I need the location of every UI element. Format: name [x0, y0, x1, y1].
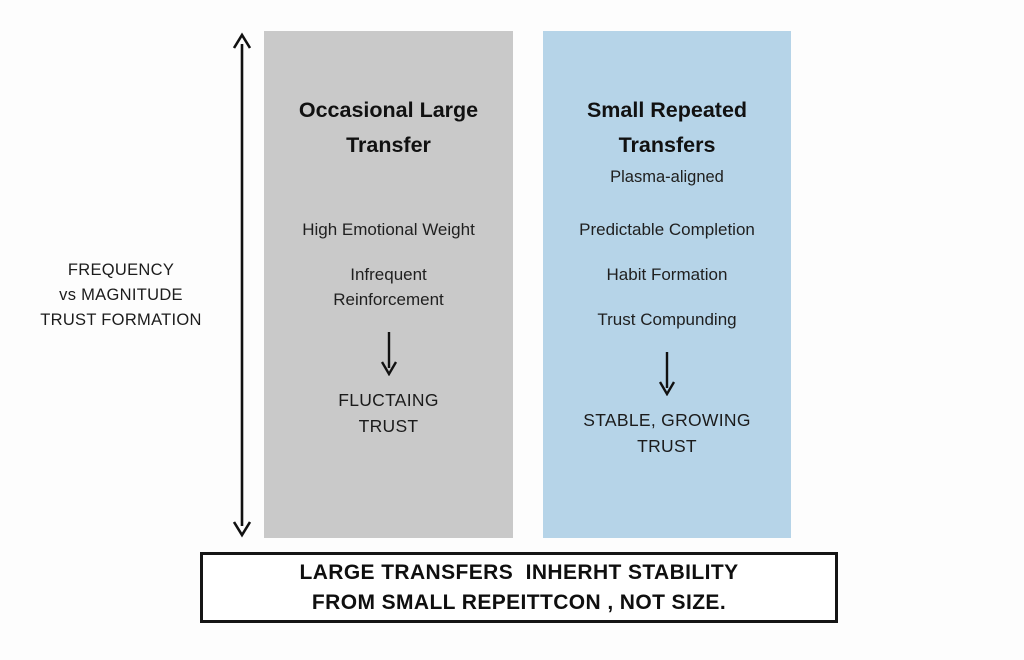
list-item: Trust Compunding: [543, 307, 791, 332]
axis-label-line-3: TRUST FORMATION: [40, 311, 202, 329]
list-item: Predictable Completion: [543, 217, 791, 242]
axis-label-line-2: vs MAGNITUDE: [59, 286, 183, 304]
list-item: Habit Formation: [543, 262, 791, 287]
list-item-line: Habit Formation: [606, 265, 728, 284]
column-title-line-1: Small Repeated: [586, 98, 748, 122]
list-item-line: High Emotional Weight: [302, 220, 475, 239]
column-outcome-line-2: TRUST: [358, 416, 419, 436]
column-title-line-2: Transfer: [346, 133, 431, 157]
column-items: High Emotional Weight Infrequent Reinfor…: [264, 217, 513, 312]
conclusion-banner: LARGE TRANSFERS INHERHT STABILITY FROM S…: [200, 552, 838, 623]
column-outcome-line-1: STABLE, GROWING: [583, 410, 751, 430]
list-item-line: Predictable Completion: [579, 220, 755, 239]
list-item-line: Trust Compunding: [597, 310, 737, 329]
conclusion-banner-line-2: FROM SMALL REPEITTCON , NOT SIZE.: [311, 590, 727, 614]
list-item-line: Infrequent: [350, 265, 427, 284]
column-title: Small Repeated Transfers: [543, 93, 791, 163]
down-arrow-icon: [543, 352, 791, 401]
list-item-line: Reinforcement: [333, 290, 444, 309]
axis-label-line-1: FREQUENCY: [67, 261, 175, 279]
double-headed-vertical-arrow-icon: [232, 30, 252, 540]
column-outcome: STABLE, GROWING TRUST: [543, 407, 791, 459]
column-outcome-line-1: FLUCTAING: [338, 390, 439, 410]
list-item: Infrequent Reinforcement: [264, 262, 513, 312]
column-small-repeated-transfers: Small Repeated Transfers Plasma-aligned …: [543, 31, 791, 538]
list-item: High Emotional Weight: [264, 217, 513, 242]
column-outcome: FLUCTAING TRUST: [264, 387, 513, 439]
column-title: Occasional Large Transfer: [264, 93, 513, 163]
column-subtitle: Plasma-aligned: [610, 168, 724, 186]
down-arrow-icon: [264, 332, 513, 381]
column-outcome-line-2: TRUST: [637, 436, 697, 456]
column-title-line-2: Transfers: [618, 133, 716, 157]
column-items: Predictable Completion Habit Formation T…: [543, 217, 791, 332]
axis-label: FREQUENCY vs MAGNITUDE TRUST FORMATION: [18, 258, 224, 333]
column-title-line-1: Occasional Large: [298, 98, 479, 122]
column-occasional-large-transfer: Occasional Large Transfer High Emotional…: [264, 31, 513, 538]
conclusion-banner-line-1: LARGE TRANSFERS INHERHT STABILITY: [299, 560, 739, 584]
